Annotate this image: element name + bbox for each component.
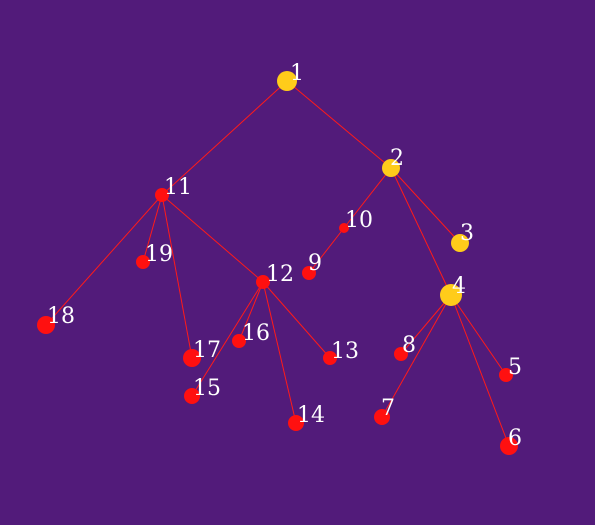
node-7: 7 [374, 396, 395, 425]
node-circle-11 [155, 188, 169, 202]
node-12: 12 [256, 262, 294, 289]
node-2: 2 [382, 146, 404, 177]
node-label-2: 2 [390, 146, 404, 171]
edge-4-8 [400, 294, 452, 355]
node-14: 14 [288, 403, 325, 431]
node-18: 18 [37, 304, 75, 334]
node-label-8: 8 [402, 333, 416, 358]
node-circle-6 [500, 437, 518, 455]
edge-12-15 [191, 281, 264, 397]
node-3: 3 [451, 221, 474, 252]
node-label-19: 19 [145, 242, 173, 267]
node-6: 6 [500, 426, 522, 455]
edge-1-11 [161, 80, 288, 196]
node-5: 5 [499, 355, 522, 382]
edge-12-13 [262, 281, 331, 359]
node-label-16: 16 [242, 321, 270, 346]
node-8: 8 [394, 333, 416, 361]
edge-10-9 [308, 227, 345, 274]
node-label-10: 10 [345, 208, 373, 233]
edge-2-10 [343, 167, 392, 229]
edge-1-2 [286, 80, 392, 169]
node-19: 19 [136, 242, 173, 269]
node-circle-10 [339, 223, 349, 233]
edge-11-18 [45, 194, 163, 326]
node-circle-5 [499, 368, 513, 382]
node-label-5: 5 [508, 355, 522, 380]
node-13: 13 [323, 339, 359, 365]
node-label-6: 6 [508, 426, 522, 451]
node-circle-18 [37, 316, 55, 334]
node-circle-17 [183, 349, 201, 367]
edge-11-19 [142, 194, 163, 263]
node-11: 11 [155, 175, 192, 202]
edge-4-7 [381, 294, 452, 418]
edge-11-17 [161, 194, 193, 359]
node-circle-9 [302, 266, 316, 280]
node-label-15: 15 [193, 376, 221, 401]
node-circle-14 [288, 415, 304, 431]
node-17: 17 [183, 338, 221, 367]
edge-12-16 [238, 281, 264, 342]
node-label-4: 4 [452, 274, 466, 299]
edge-4-6 [450, 294, 510, 447]
node-circle-16 [232, 334, 246, 348]
node-circle-13 [323, 351, 337, 365]
edge-layer [45, 80, 510, 447]
edge-11-12 [161, 194, 264, 283]
node-label-17: 17 [193, 338, 221, 363]
node-15: 15 [184, 376, 221, 404]
node-label-11: 11 [164, 175, 192, 200]
node-circle-12 [256, 275, 270, 289]
node-10: 10 [339, 208, 373, 233]
node-label-13: 13 [331, 339, 359, 364]
node-circle-8 [394, 347, 408, 361]
node-label-14: 14 [297, 403, 325, 428]
edge-2-3 [390, 167, 461, 244]
edge-4-5 [450, 294, 507, 376]
node-16: 16 [232, 321, 270, 348]
node-circle-1 [277, 71, 297, 91]
node-label-1: 1 [290, 61, 304, 86]
node-1: 1 [277, 61, 304, 91]
node-circle-15 [184, 388, 200, 404]
node-label-18: 18 [47, 304, 75, 329]
node-circle-2 [382, 159, 400, 177]
node-9: 9 [302, 251, 322, 280]
node-4: 4 [440, 274, 466, 306]
edge-12-14 [262, 281, 297, 424]
node-circle-3 [451, 234, 469, 252]
node-circle-7 [374, 409, 390, 425]
edge-2-4 [390, 167, 452, 296]
node-circle-4 [440, 284, 462, 306]
node-label-7: 7 [381, 396, 395, 421]
node-label-9: 9 [308, 251, 322, 276]
node-label-12: 12 [266, 262, 294, 287]
node-circle-19 [136, 255, 150, 269]
node-label-3: 3 [460, 221, 474, 246]
